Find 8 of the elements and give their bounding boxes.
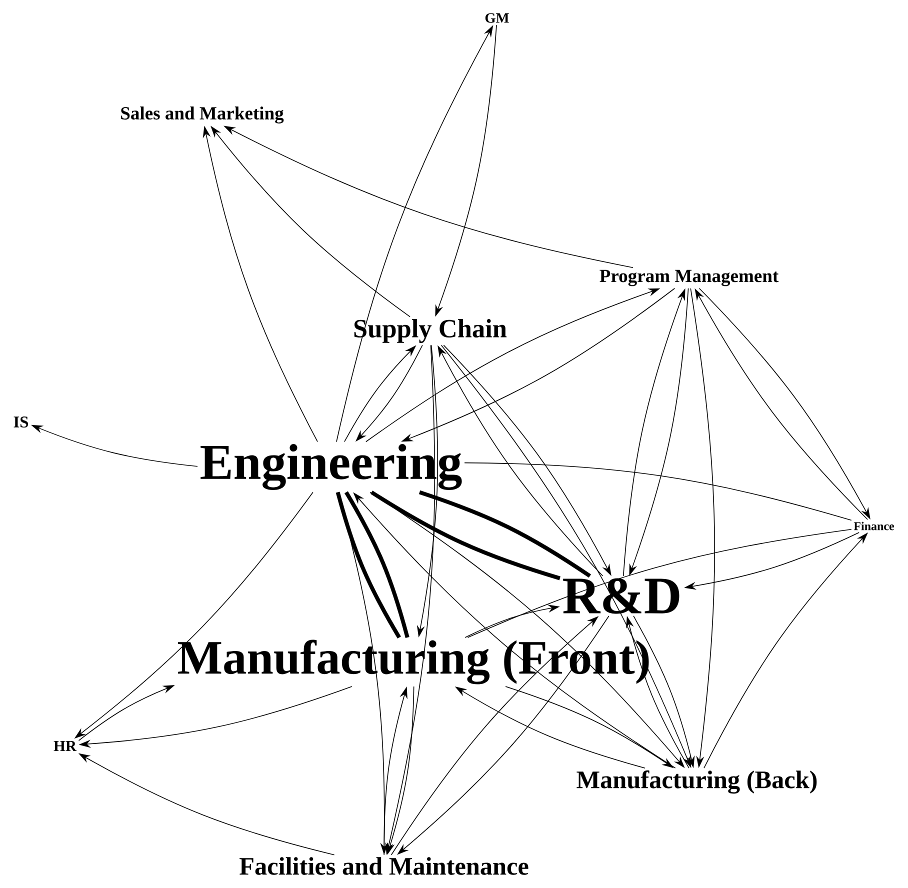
node-label: HR — [54, 740, 77, 752]
node-label: Facilities and Maintenance — [240, 857, 528, 875]
node-label: Sales and Marketing — [121, 106, 284, 124]
node-label: Finance — [854, 522, 894, 530]
node-label: Manufacturing (Back) — [576, 770, 817, 794]
node-label: GM — [485, 13, 509, 23]
node-label: IS — [14, 416, 28, 428]
node-label: Program Management — [600, 270, 779, 286]
